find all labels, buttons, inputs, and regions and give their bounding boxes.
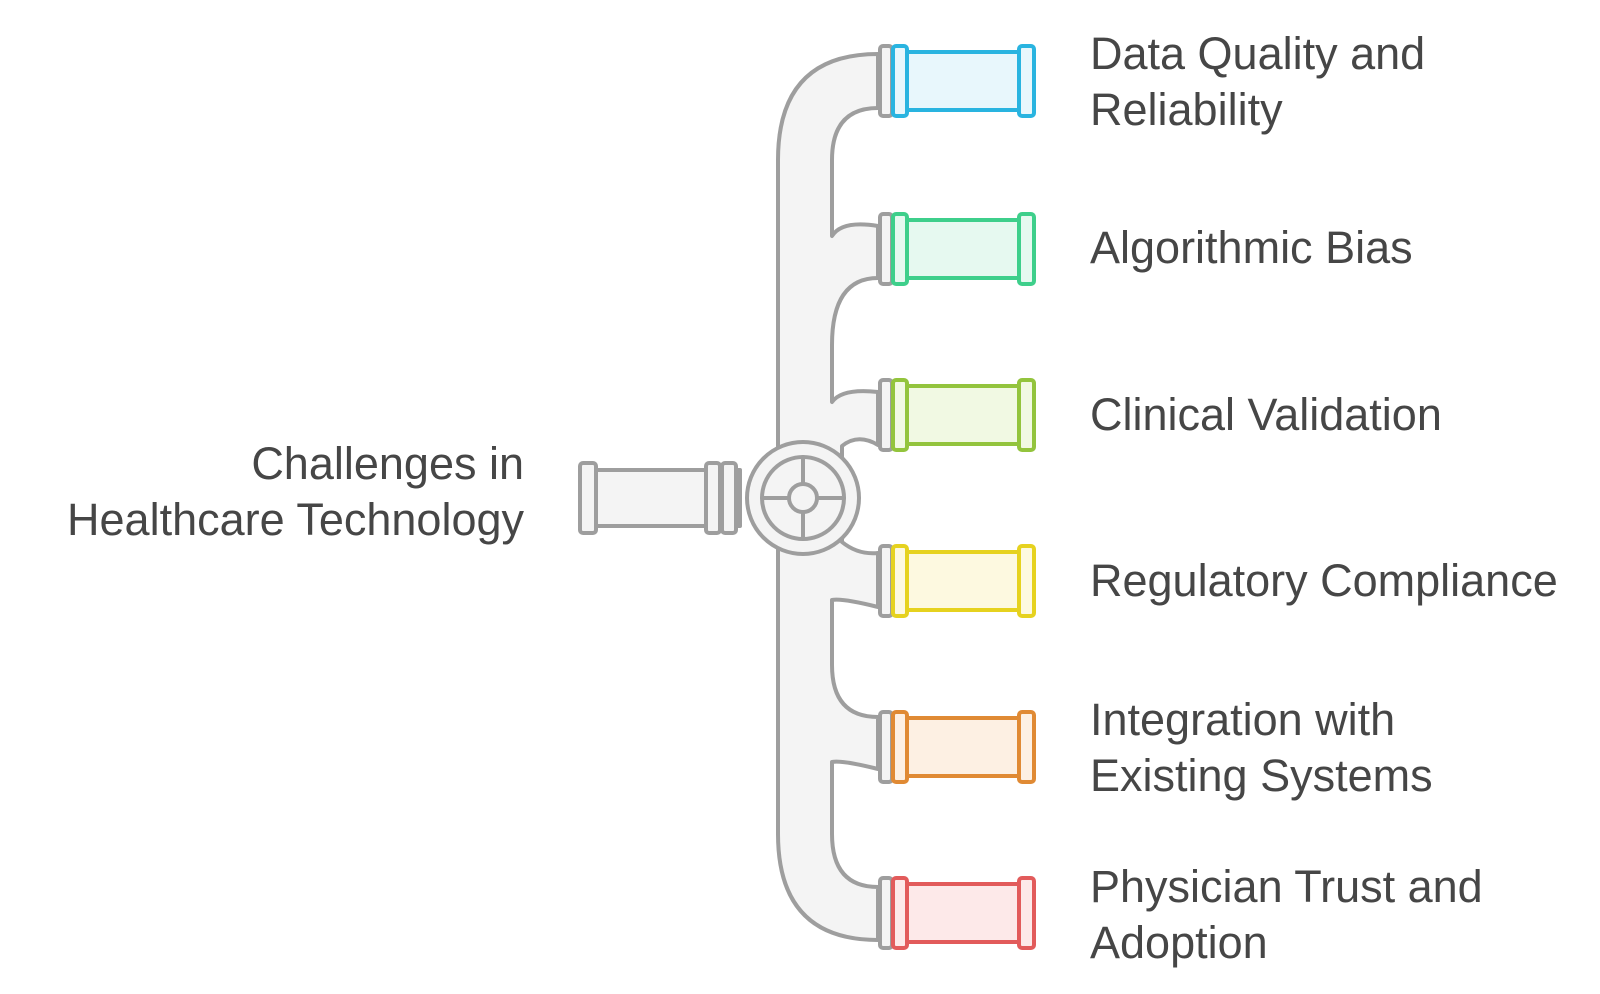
pipe-coupling-inner: [878, 44, 894, 118]
branch-pipes: [878, 44, 1036, 950]
pipe-end-cap: [1017, 710, 1036, 784]
pipe-flange-left: [891, 544, 909, 618]
branch-pipe-integration: [878, 710, 1036, 784]
branch-label-integration: Integration with Existing Systems: [1090, 692, 1433, 804]
source-label-line-1: Challenges in: [251, 438, 524, 489]
branch-label-line: Regulatory Compliance: [1090, 555, 1558, 606]
pipe-body: [896, 716, 1028, 778]
pipe-flange-left: [891, 212, 909, 286]
pipe-coupling-inner: [878, 378, 894, 452]
branch-label-line: Data Quality and: [1090, 28, 1426, 79]
pipe-end-cap: [1017, 378, 1036, 452]
pipe-body: [896, 218, 1028, 280]
pipe-end-cap: [1017, 544, 1036, 618]
pipe-end-cap: [1017, 212, 1036, 286]
branch-label-physician-trust: Physician Trust and Adoption: [1090, 859, 1483, 971]
pipe-body: [896, 384, 1028, 446]
branch-label-clinical-validation: Clinical Validation: [1090, 387, 1442, 443]
branch-pipe-data-quality: [878, 44, 1036, 118]
branch-pipe-algorithmic-bias: [878, 212, 1036, 286]
pipe-end-cap: [1017, 44, 1036, 118]
branch-pipe-clinical-validation: [878, 378, 1036, 452]
branch-pipe-regulatory-compliance: [878, 544, 1036, 618]
branch-label-regulatory-compliance: Regulatory Compliance: [1090, 553, 1558, 609]
pipe-flange-left: [891, 876, 909, 950]
source-label: Challenges in Healthcare Technology: [67, 436, 524, 548]
branch-label-line: Reliability: [1090, 84, 1283, 135]
valve-hub: [787, 482, 819, 514]
pipe-network: [578, 52, 880, 942]
pipe-body: [896, 50, 1028, 112]
branch-pipe-physician-trust: [878, 876, 1036, 950]
pipe-coupling-inner: [878, 544, 894, 618]
pipe-body: [896, 550, 1028, 612]
branch-label-line: Existing Systems: [1090, 750, 1433, 801]
pipe-flange-left: [891, 44, 909, 118]
pipe-coupling-inner: [878, 710, 894, 784]
pipe-end-cap: [1017, 876, 1036, 950]
inlet-flange-right: [720, 461, 738, 535]
branch-label-algorithmic-bias: Algorithmic Bias: [1090, 220, 1413, 276]
inlet-flange-left: [704, 461, 722, 535]
source-label-line-2: Healthcare Technology: [67, 494, 524, 545]
pipe-coupling-inner: [878, 876, 894, 950]
pipe-coupling-inner: [878, 212, 894, 286]
branch-label-line: Physician Trust and: [1090, 861, 1483, 912]
branch-label-line: Algorithmic Bias: [1090, 222, 1413, 273]
branch-label-line: Integration with: [1090, 694, 1396, 745]
branch-label-line: Clinical Validation: [1090, 389, 1442, 440]
pipe-body: [896, 882, 1028, 944]
branch-label-data-quality: Data Quality and Reliability: [1090, 26, 1425, 138]
branch-label-line: Adoption: [1090, 917, 1268, 968]
pipe-flange-left: [891, 378, 909, 452]
inlet-end-flange: [578, 461, 598, 535]
pipe-flange-left: [891, 710, 909, 784]
